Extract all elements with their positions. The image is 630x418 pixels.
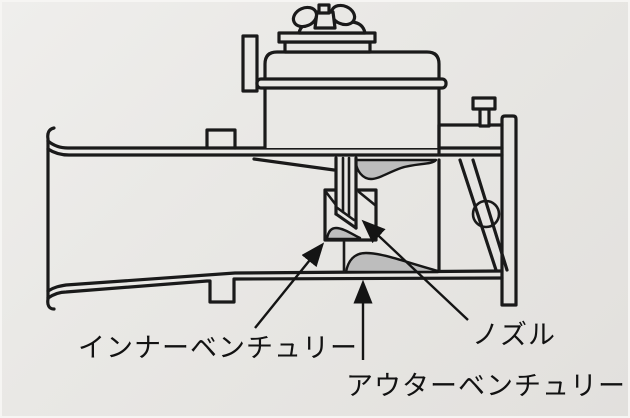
- label-outer-venturi: アウターベンチュリー: [346, 371, 626, 401]
- mount-bracket-right: [437, 96, 518, 307]
- air-horn: [46, 126, 504, 311]
- label-nozzle: ノズル: [472, 320, 556, 350]
- left-bracket: [241, 34, 259, 93]
- screw-shaft: [478, 106, 491, 128]
- inner-venturi-box: [323, 188, 378, 273]
- wing-nut: [291, 3, 357, 30]
- screw-head: [471, 96, 497, 111]
- inner-venturi-arrow: [254, 242, 325, 329]
- nozzle-arrow: [361, 219, 469, 321]
- nozzle-tube: [334, 156, 358, 230]
- bracket-box: [437, 123, 504, 156]
- pivot-circle: [471, 199, 501, 229]
- venturi-assembly: [252, 156, 440, 274]
- ceiling-taper: [252, 157, 336, 172]
- float-bowl: [263, 50, 441, 148]
- outer-venturi-top-profile: [354, 158, 438, 181]
- right-flange: [500, 114, 518, 307]
- throttle-linkage: [458, 158, 509, 272]
- mount-tab-top: [205, 128, 237, 150]
- clamp-band: [255, 77, 448, 90]
- wing-ear-right: [329, 3, 357, 27]
- bell-rim: [46, 126, 56, 311]
- inner-venturi-profile: [325, 226, 362, 241]
- annotations: インナーベンチュリー ノズル アウターベンチュリー: [78, 219, 626, 401]
- label-inner-venturi: インナーベンチュリー: [78, 333, 358, 363]
- outer-venturi-bottom-profile: [344, 251, 440, 274]
- float-chamber: [241, 3, 448, 148]
- wing-nut-cap: [317, 3, 331, 15]
